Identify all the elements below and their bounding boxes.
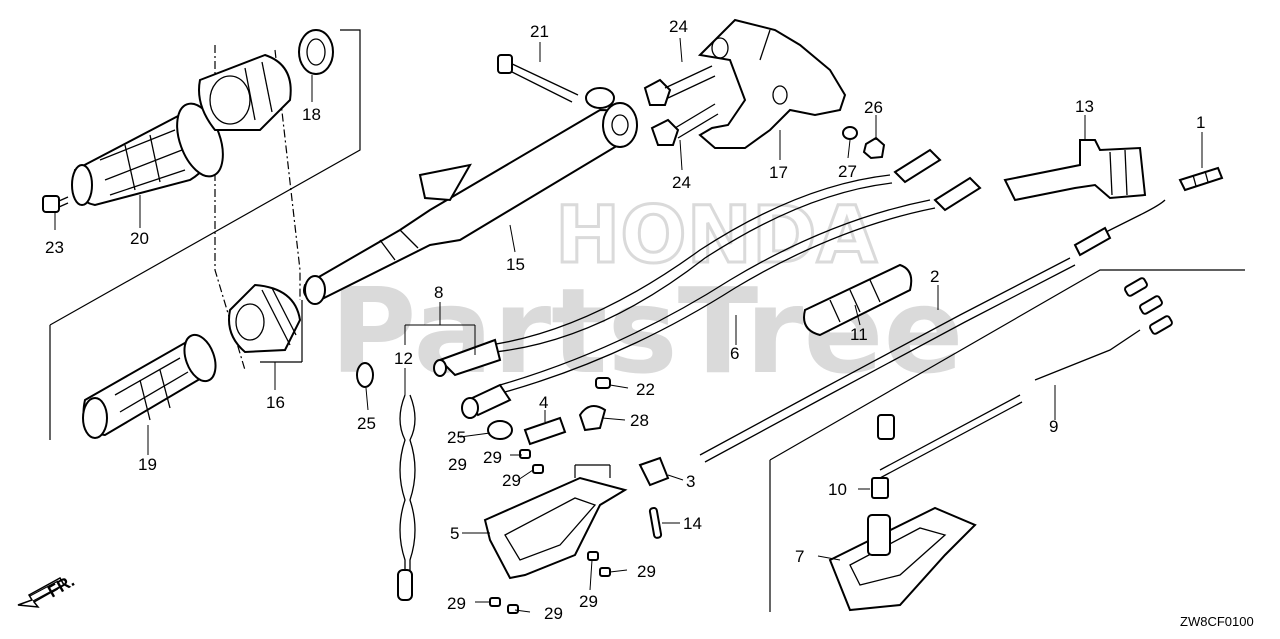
- callout-label: 26: [864, 98, 883, 117]
- front-label: FR.: [45, 571, 78, 601]
- callout-label: 8: [434, 283, 443, 302]
- callout-label: 29: [448, 455, 467, 474]
- clamp-part: [578, 405, 607, 432]
- callout-label: 20: [130, 229, 149, 248]
- callout-label: 9: [1049, 417, 1058, 436]
- terminal-clip-part: [1178, 166, 1224, 192]
- callout-label: 25: [447, 428, 466, 447]
- diagram-code: ZW8CF0100: [1180, 614, 1254, 629]
- callout-label: 25: [357, 414, 376, 433]
- screw-part-22: [595, 377, 611, 389]
- bushing-part: [298, 29, 334, 75]
- pin-part: [648, 507, 663, 539]
- callout-label: 2: [930, 267, 939, 286]
- callout-label: 18: [302, 105, 321, 124]
- callout-label: 14: [683, 514, 702, 533]
- callout-label: 13: [1075, 97, 1094, 116]
- bracket-part: [697, 18, 847, 149]
- connector-part-8: [433, 338, 502, 377]
- front-direction-indicator: FR.: [17, 571, 78, 608]
- callout-label: 24: [672, 173, 691, 192]
- callout-label: 21: [530, 22, 549, 41]
- callout-label: 17: [769, 163, 788, 182]
- callout-label: 28: [630, 411, 649, 430]
- throttle-grip-part: [71, 102, 224, 207]
- grip-part: [82, 333, 217, 439]
- callout-label: 29: [447, 594, 466, 613]
- callout-label: 22: [636, 380, 655, 399]
- cable-end-part: [638, 456, 670, 487]
- bolt-part-21: [497, 54, 579, 103]
- watermark-brand: HONDA: [555, 191, 877, 281]
- bolt-part-24: [643, 65, 719, 146]
- callout-label: 29: [637, 562, 656, 581]
- callout-label: 23: [45, 238, 64, 257]
- callout-label: 3: [686, 472, 695, 491]
- screw-part: [42, 195, 69, 213]
- sleeve-part: [803, 263, 913, 337]
- callout-label: 12: [394, 349, 413, 368]
- callout-label: 7: [795, 547, 804, 566]
- callout-label: 24: [669, 17, 688, 36]
- callout-label: 29: [544, 604, 563, 623]
- callout-label: 29: [502, 471, 521, 490]
- cables: [489, 148, 1166, 463]
- lanyard-part: [397, 394, 416, 601]
- callout-label: 15: [506, 255, 525, 274]
- callout-label: 16: [266, 393, 285, 412]
- callout-label: 29: [483, 448, 502, 467]
- callout-label: 5: [450, 524, 459, 543]
- callout-labels: 1 2 3 4 5 6 7 8 9 10 11 12 13 14 15 16 1…: [45, 17, 1205, 623]
- leader-lines: [54, 37, 1203, 613]
- nut-washer-parts: [842, 126, 886, 160]
- callout-label: 6: [730, 344, 739, 363]
- grommet-parts: [356, 362, 513, 440]
- harness-part: [879, 277, 1173, 479]
- arrow-down-left-icon: [17, 576, 66, 608]
- switch-assembly-part: [1003, 139, 1147, 202]
- screw-parts-29: [489, 449, 611, 614]
- case-part-5: [483, 476, 628, 580]
- callout-label: 10: [828, 480, 847, 499]
- callout-label: 19: [138, 455, 157, 474]
- callout-label: 11: [850, 325, 868, 344]
- throttle-pulley-part: [198, 53, 302, 354]
- plate-part: [523, 416, 567, 446]
- callout-label: 27: [838, 162, 857, 181]
- callout-label: 4: [539, 393, 548, 412]
- tiller-handle-part: [303, 87, 638, 305]
- case-part-7: [828, 414, 977, 612]
- callout-label: 1: [1196, 113, 1205, 132]
- callout-label: 29: [579, 592, 598, 611]
